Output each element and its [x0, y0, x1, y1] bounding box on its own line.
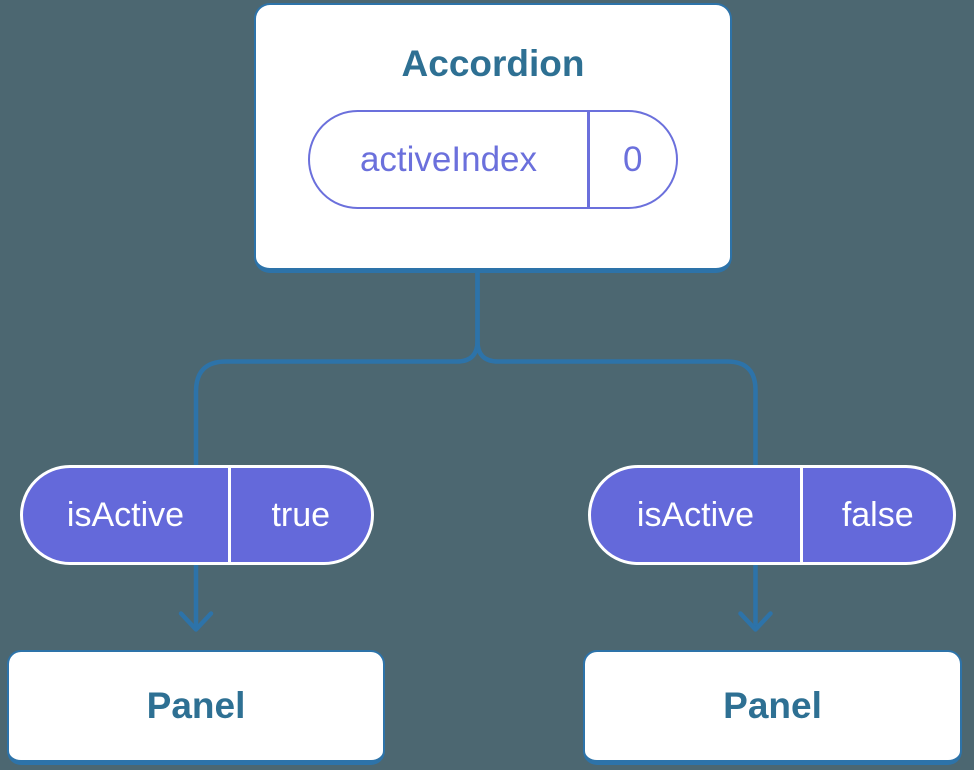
arrow-down-icon	[178, 611, 214, 632]
accordion-node: Accordion activeIndex 0	[254, 3, 732, 273]
panel-node-left: Panel	[7, 650, 385, 765]
prop-name: isActive	[66, 495, 185, 534]
accordion-node-title: Accordion	[401, 43, 585, 84]
pill-divider	[587, 112, 590, 207]
connector-left-branch	[193, 266, 480, 629]
connector-right-branch	[475, 266, 758, 629]
panel-node-title: Panel	[146, 685, 246, 726]
pill-divider	[228, 468, 231, 562]
prop-value: false	[841, 495, 914, 534]
prop-pill-left: isActive true	[20, 465, 374, 565]
state-value: 0	[623, 139, 643, 179]
state-name: activeIndex	[359, 139, 538, 179]
pill-divider	[800, 468, 803, 562]
panel-node-title: Panel	[723, 685, 822, 726]
state-pill: activeIndex 0	[308, 110, 678, 209]
prop-pill-right: isActive false	[588, 465, 956, 565]
prop-value: true	[271, 495, 331, 534]
prop-name: isActive	[636, 495, 755, 534]
arrow-down-icon	[738, 611, 773, 632]
panel-node-right: Panel	[583, 650, 962, 765]
